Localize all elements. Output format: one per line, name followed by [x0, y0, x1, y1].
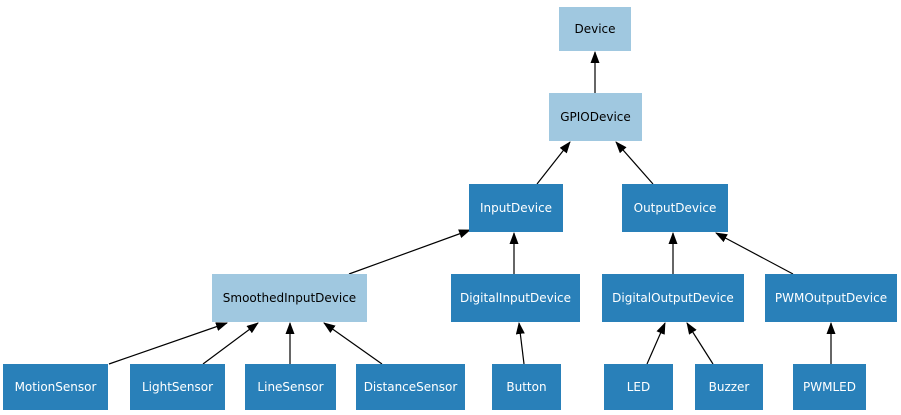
class-node-inputdevice: InputDevice [469, 184, 563, 232]
inheritance-arrow-pwmoutputdevice-to-outputdevice [715, 232, 794, 275]
class-node-pwmoutputdevice: PWMOutputDevice [765, 274, 897, 322]
inheritance-arrow-smoothedinputdevice-to-inputdevice [348, 229, 471, 275]
class-node-digitalinputdevice: DigitalInputDevice [451, 274, 580, 322]
inheritance-arrow-led-to-digitaloutputdevice [646, 322, 666, 365]
class-node-smoothedinputdevice: SmoothedInputDevice [212, 274, 367, 322]
class-node-motionsensor: MotionSensor [3, 364, 108, 410]
class-node-outputdevice: OutputDevice [622, 184, 728, 232]
class-node-distancesensor: DistanceSensor [356, 364, 465, 410]
class-node-device: Device [559, 7, 631, 51]
inheritance-arrow-distancesensor-to-smoothedinputdevice [323, 322, 383, 365]
class-node-gpiodevice: GPIODevice [549, 93, 642, 141]
class-node-lightsensor: LightSensor [130, 364, 225, 410]
inheritance-arrow-outputdevice-to-gpiodevice [615, 141, 654, 185]
class-node-buzzer: Buzzer [695, 364, 763, 410]
class-node-button: Button [492, 364, 561, 410]
class-node-linesensor: LineSensor [245, 364, 336, 410]
inheritance-arrow-buzzer-to-digitaloutputdevice [686, 322, 714, 365]
class-node-led: LED [604, 364, 673, 410]
class-node-pwmled: PWMLED [793, 364, 866, 410]
inheritance-arrow-inputdevice-to-gpiodevice [536, 141, 571, 185]
inheritance-arrow-motionsensor-to-smoothedinputdevice [108, 322, 228, 365]
class-node-digitaloutputdevice: DigitalOutputDevice [602, 274, 744, 322]
inheritance-arrow-lightsensor-to-smoothedinputdevice [202, 322, 259, 365]
inheritance-arrow-button-to-digitalinputdevice [515, 322, 525, 365]
